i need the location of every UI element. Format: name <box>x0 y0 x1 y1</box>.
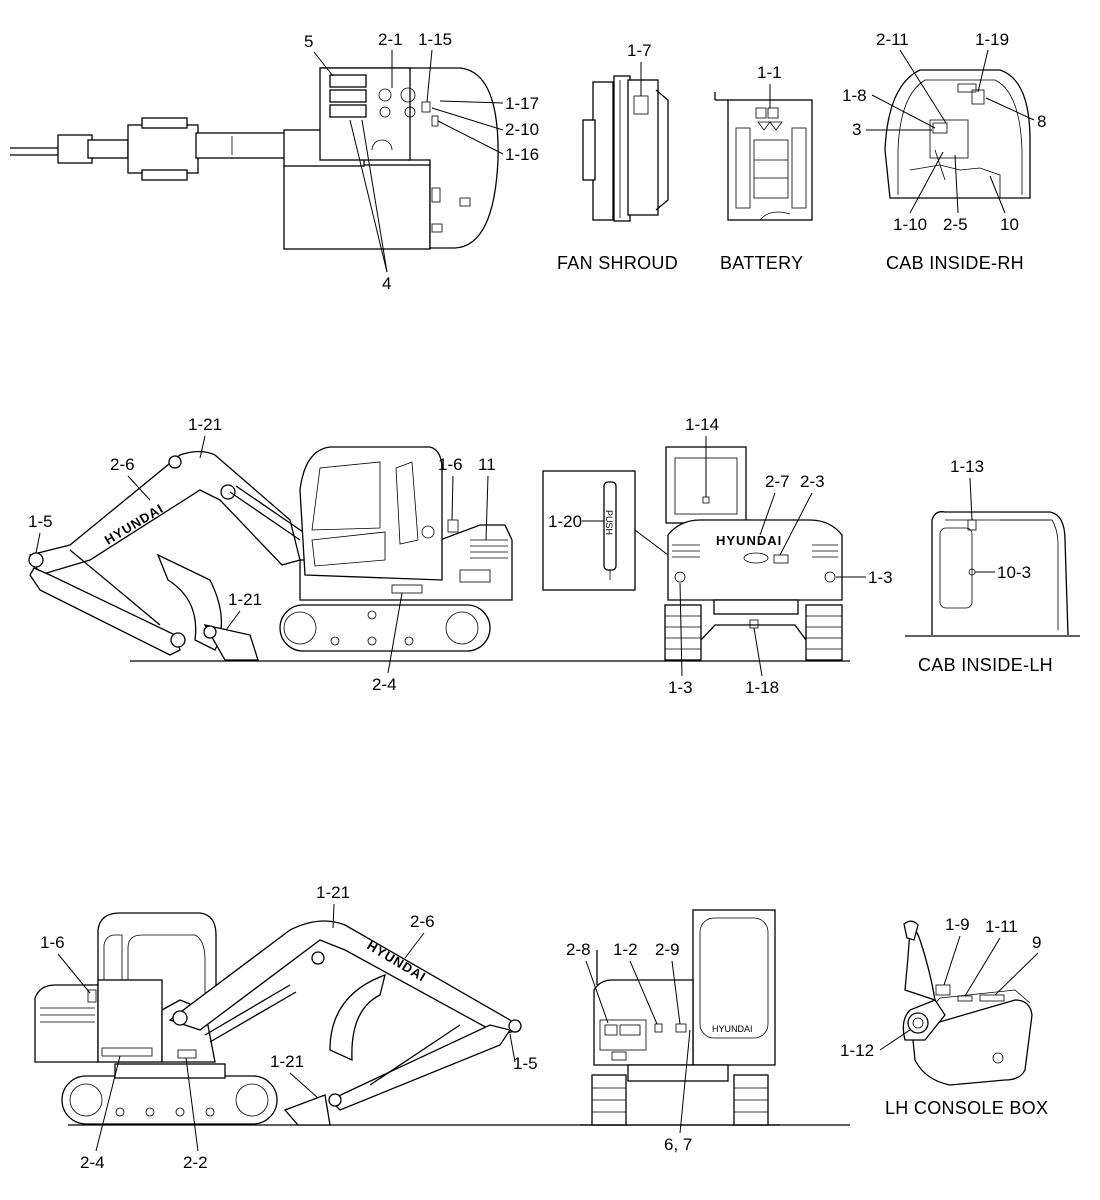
label-1-13: 1-13 <box>950 457 984 476</box>
label-2-4-b: 2-4 <box>80 1153 105 1172</box>
label-1-3-bottom: 1-3 <box>668 678 693 697</box>
rear-view: HYUNDAI 1-14 2-7 2-3 1-3 1-3 1-18 <box>664 415 893 697</box>
cab-inside-lh-view: 1-13 10-3 CAB INSIDE-LH <box>905 457 1080 675</box>
label-2-5: 2-5 <box>943 215 968 234</box>
rear-brand: HYUNDAI <box>716 533 782 548</box>
label-1-20: 1-20 <box>548 512 582 531</box>
label-3: 3 <box>852 120 861 139</box>
label-1-18: 1-18 <box>745 678 779 697</box>
label-1-21-d: 1-21 <box>270 1052 304 1071</box>
label-9: 9 <box>1032 933 1041 952</box>
label-1-16: 1-16 <box>505 145 539 164</box>
label-2-2: 2-2 <box>183 1153 208 1172</box>
caption-cab-inside-lh: CAB INSIDE-LH <box>918 655 1053 675</box>
lh-console-box-view: 1-9 1-11 9 1-12 LH CONSOLE BOX <box>840 915 1048 1118</box>
label-1-10: 1-10 <box>893 215 927 234</box>
label-1-21-a: 1-21 <box>188 415 222 434</box>
cab-inside-rh-view: 2-11 1-19 1-8 8 3 1-10 2-5 10 CAB INSIDE… <box>842 30 1046 273</box>
label-2-6-b: 2-6 <box>410 912 435 931</box>
label-1-11: 1-11 <box>985 917 1018 936</box>
label-1-12: 1-12 <box>840 1041 874 1060</box>
label-1-9: 1-9 <box>945 915 970 934</box>
label-6-7: 6, 7 <box>664 1135 692 1154</box>
label-1-8: 1-8 <box>842 86 867 105</box>
label-2-11: 2-11 <box>876 30 909 49</box>
label-2-7: 2-7 <box>765 472 790 491</box>
label-2-4-a: 2-4 <box>372 675 397 694</box>
label-4: 4 <box>382 274 391 293</box>
label-2-9: 2-9 <box>655 940 680 959</box>
label-2-8: 2-8 <box>566 940 591 959</box>
label-1-3-right: 1-3 <box>868 568 893 587</box>
push-inset: PUSH 1-20 <box>542 470 669 591</box>
label-1-5-a: 1-5 <box>28 512 53 531</box>
label-10: 10 <box>1000 215 1019 234</box>
fan-shroud-view: 1-7 FAN SHROUD <box>557 41 678 273</box>
front-brand: HYUNDAI <box>712 1024 753 1034</box>
caption-fan-shroud: FAN SHROUD <box>557 253 678 273</box>
label-5: 5 <box>304 32 313 51</box>
label-1-21-b: 1-21 <box>228 590 262 609</box>
label-1-1: 1-1 <box>757 63 782 82</box>
battery-view: 1-1 BATTERY <box>714 63 813 273</box>
front-view: HYUNDAI 2-8 1-2 2-9 6, 7 <box>566 909 780 1154</box>
label-11: 11 <box>478 455 496 474</box>
label-1-14: 1-14 <box>685 415 719 434</box>
push-text: PUSH <box>604 510 614 535</box>
label-10-3: 10-3 <box>997 563 1031 582</box>
label-2-3: 2-3 <box>800 472 825 491</box>
label-2-10: 2-10 <box>505 120 539 139</box>
caption-cab-inside-rh: CAB INSIDE-RH <box>886 253 1024 273</box>
label-2-1: 2-1 <box>378 30 403 49</box>
label-8: 8 <box>1037 112 1046 131</box>
label-1-19: 1-19 <box>975 30 1009 49</box>
label-1-17: 1-17 <box>505 94 539 113</box>
label-1-5-b: 1-5 <box>513 1054 538 1073</box>
caption-lh-console-box: LH CONSOLE BOX <box>885 1098 1048 1118</box>
left-side-view: HYUNDAI 1-21 2-6 1-6 11 1-5 1-21 2-4 <box>28 415 850 694</box>
top-view: 5 2-1 1-15 1-17 2-10 1-16 4 <box>10 30 539 293</box>
label-1-7: 1-7 <box>627 41 652 60</box>
label-1-21-c: 1-21 <box>316 883 350 902</box>
label-1-6-a: 1-6 <box>438 455 463 474</box>
label-1-2: 1-2 <box>613 940 638 959</box>
label-2-6-a: 2-6 <box>110 455 135 474</box>
caption-battery: BATTERY <box>720 253 803 273</box>
label-1-6-b: 1-6 <box>40 933 65 952</box>
label-1-15: 1-15 <box>418 30 452 49</box>
